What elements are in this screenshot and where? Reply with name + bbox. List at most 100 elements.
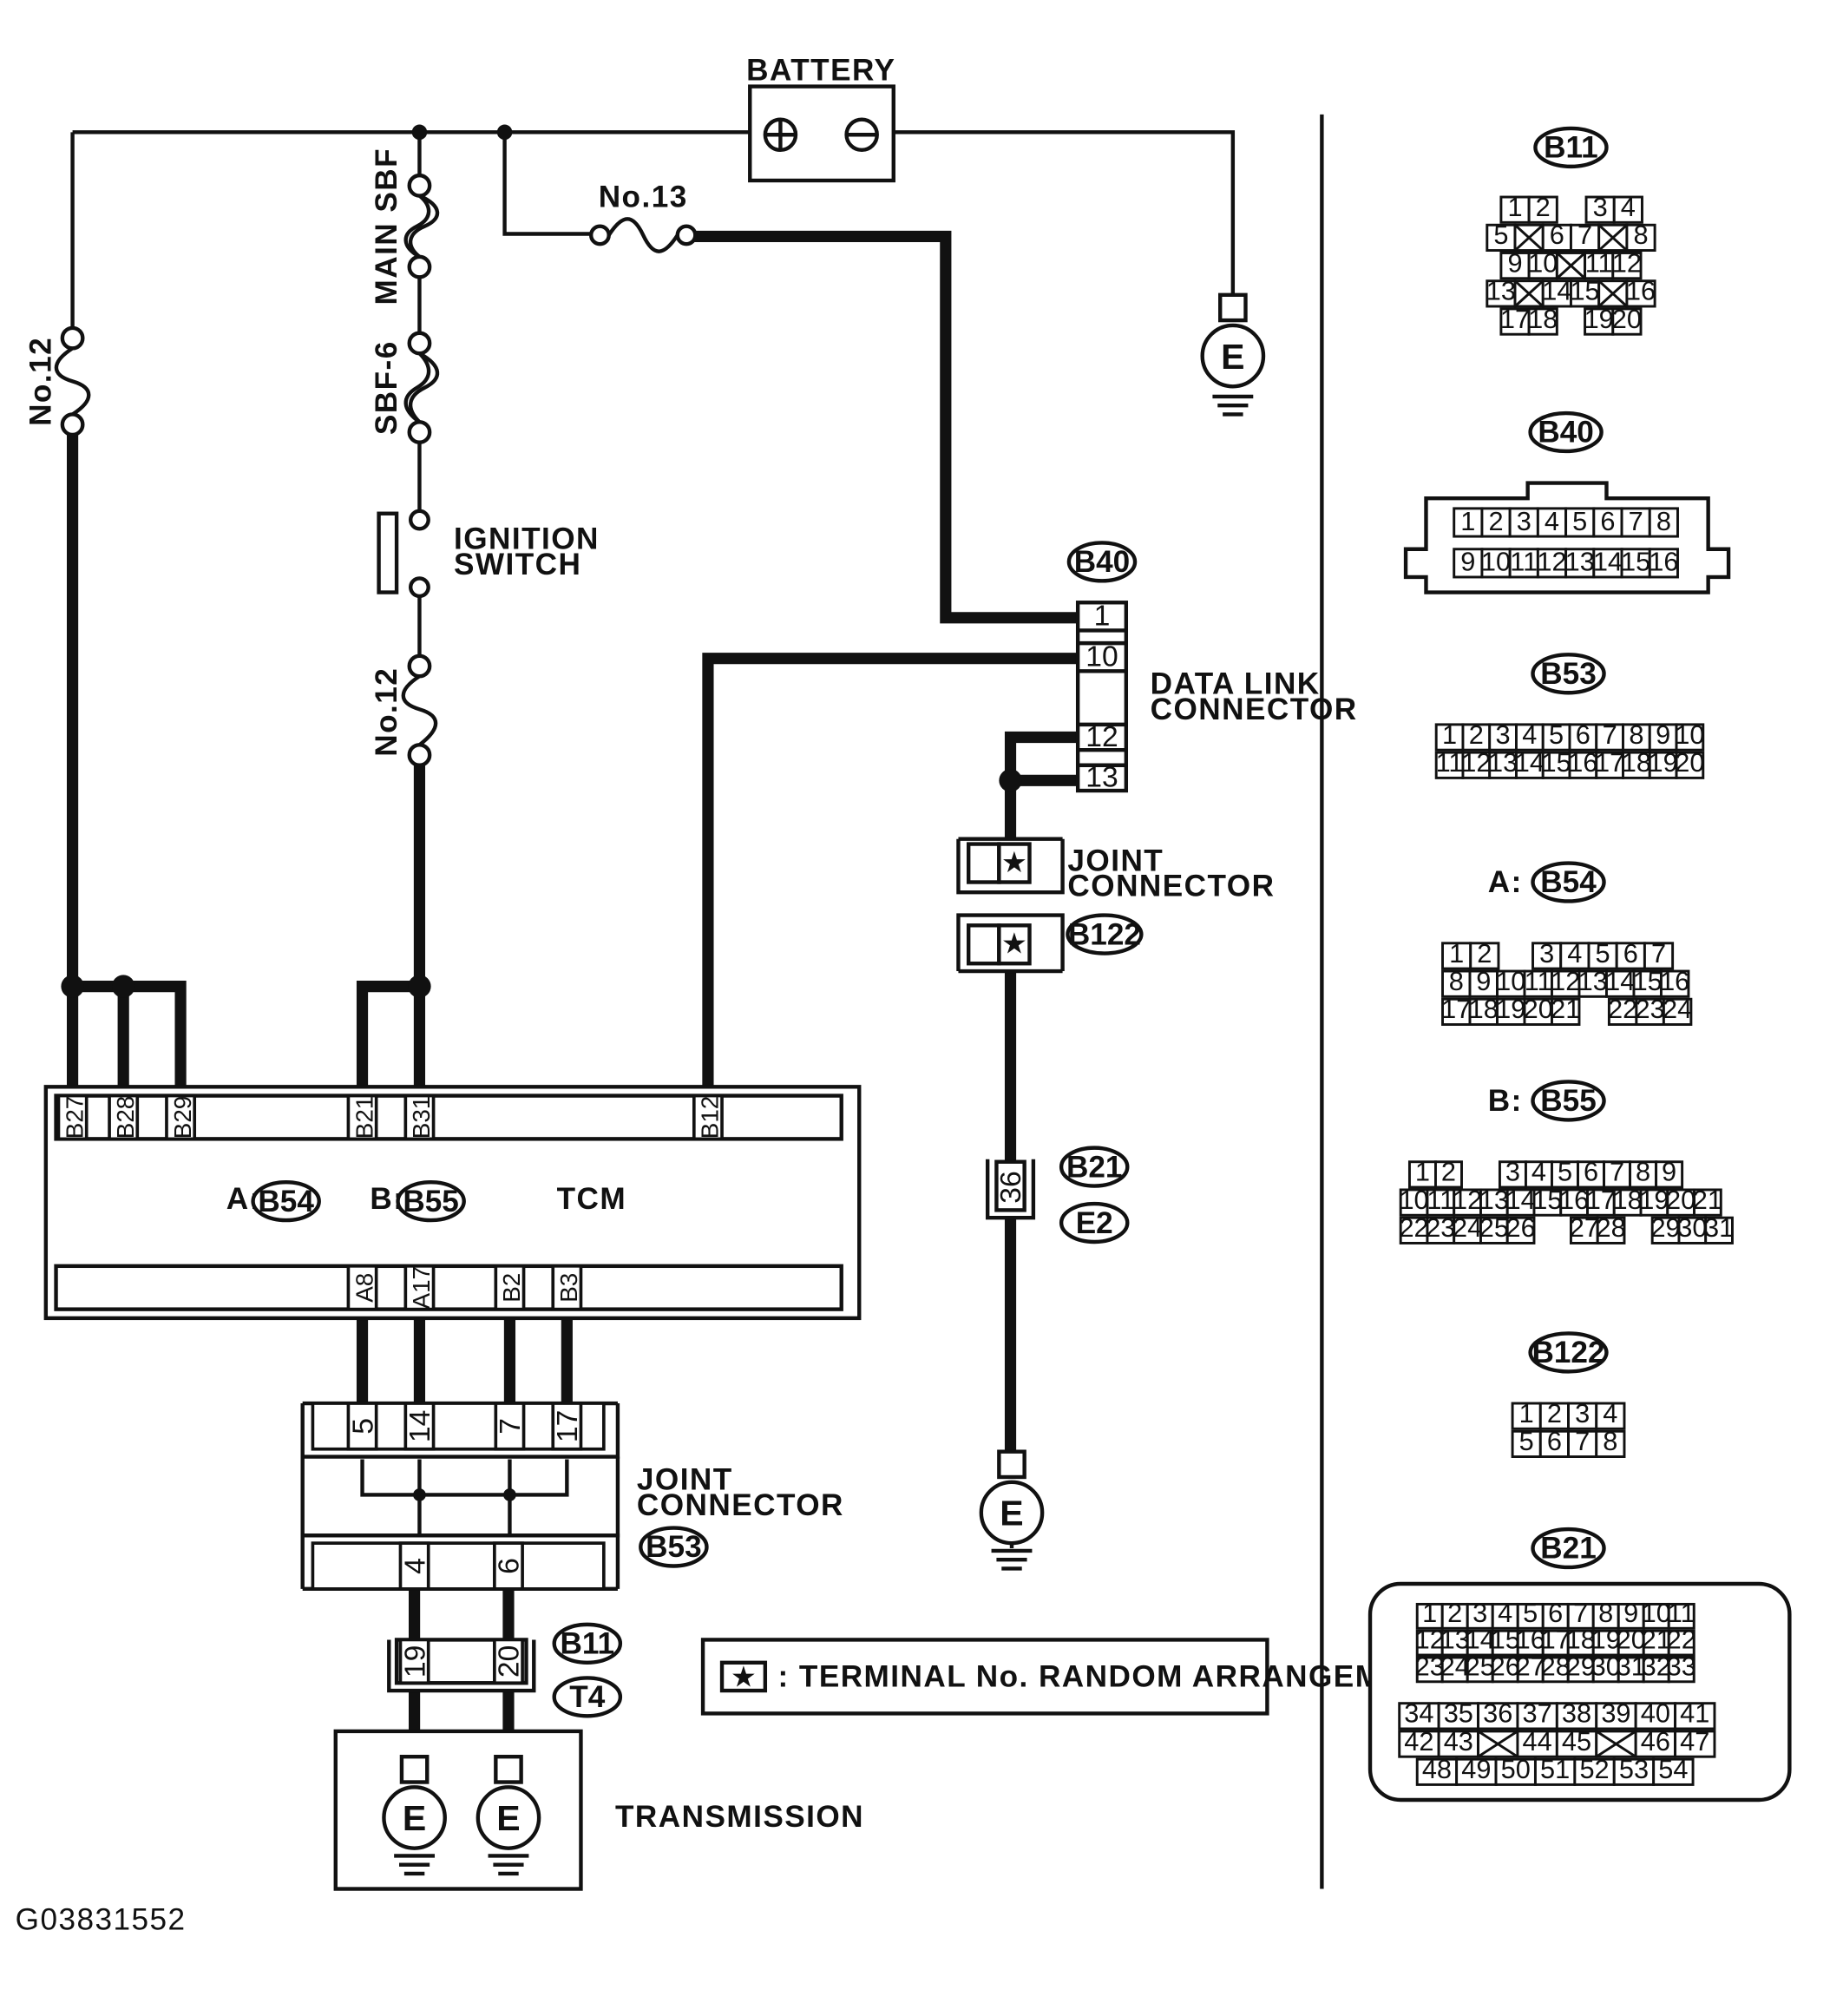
b11-cell <box>1584 307 1615 336</box>
b21-pin: 51 <box>1540 1754 1570 1784</box>
b122-star-bottom: ★ <box>1001 929 1027 961</box>
b21-cell <box>1541 1656 1570 1684</box>
b21-cell <box>1555 1702 1598 1730</box>
b21-cell <box>1617 1656 1645 1684</box>
b21-pin: 43 <box>1444 1726 1473 1757</box>
b21-cell <box>1566 1602 1595 1630</box>
b55-pin: 12 <box>1453 1185 1482 1215</box>
b53-cell <box>1675 751 1705 779</box>
b11-cell <box>1527 307 1558 336</box>
b21-pin: 5 <box>1523 1598 1538 1628</box>
b55-pin: 22 <box>1399 1212 1428 1243</box>
b21-pin: 46 <box>1641 1726 1670 1757</box>
b21-cell <box>1415 1656 1444 1684</box>
b53-pin: 3 <box>1496 719 1511 750</box>
b21-cell <box>1634 1702 1677 1730</box>
b54-cell <box>1632 969 1663 998</box>
b21-pin: 54 <box>1658 1754 1688 1784</box>
ignition-label-2: SWITCH <box>454 548 581 581</box>
b55-cell <box>1532 1188 1563 1217</box>
b40-pin: 9 <box>1460 547 1475 577</box>
b122-pin: 4 <box>1603 1398 1617 1428</box>
b11-cell <box>1625 279 1656 308</box>
b54-pin: 16 <box>1660 966 1689 996</box>
b21-pin: 19 <box>1591 1625 1621 1655</box>
b55-pin: 21 <box>1693 1185 1722 1215</box>
b53-pin-14: 14 <box>404 1410 436 1442</box>
b53-pin: 2 <box>1469 719 1484 750</box>
b53-pin: 9 <box>1656 719 1670 750</box>
joint2-label-1: JOINT <box>637 1463 733 1497</box>
b21-cell <box>1652 1757 1695 1786</box>
b40-title: B40 <box>1538 416 1593 450</box>
b54-cell <box>1551 969 1581 998</box>
b21-oval <box>1531 1527 1606 1570</box>
joint2-label-2: CONNECTOR <box>637 1488 844 1522</box>
b53-pin: 20 <box>1675 747 1704 778</box>
b40-pin: 12 <box>1537 547 1566 577</box>
b55-cell <box>1453 1188 1482 1217</box>
b53-cell <box>1622 723 1651 752</box>
b55-cell <box>1498 1160 1527 1189</box>
b40-cell <box>1453 507 1484 538</box>
b11-pin: 11 <box>1585 247 1613 278</box>
b40-cell <box>1564 507 1596 538</box>
b55-pin: 26 <box>1505 1212 1535 1243</box>
b55-cell <box>1603 1160 1632 1189</box>
battery-minus-icon <box>844 117 879 153</box>
b55-cell <box>1453 1216 1482 1244</box>
b21-cell <box>1541 1602 1570 1630</box>
b55-pin: 19 <box>1639 1185 1669 1215</box>
b21-cell <box>1398 1702 1440 1730</box>
b55-cell <box>1586 1188 1616 1217</box>
b40-cell <box>1592 507 1623 538</box>
b21-cell <box>1491 1602 1519 1630</box>
b21-cell <box>1566 1629 1595 1657</box>
b53-cell <box>1595 723 1624 752</box>
b54-pin: 7 <box>1651 938 1666 969</box>
dlc-pin-13: 13 <box>1085 762 1118 794</box>
b21-pin: 1 <box>1422 1598 1437 1628</box>
b11-cell <box>1569 223 1601 253</box>
b40-cell <box>1648 507 1679 538</box>
b53-title: B53 <box>1540 657 1596 691</box>
b54-cell <box>1441 942 1472 970</box>
b21-pin: 30 <box>1591 1651 1621 1681</box>
b54-cell <box>1587 942 1618 970</box>
b21-pin: 8 <box>1598 1598 1613 1628</box>
b53-cell <box>1461 751 1492 779</box>
b55-pin: 13 <box>1479 1185 1509 1215</box>
b54-pin: 14 <box>1605 966 1635 996</box>
b21-pin: 27 <box>1516 1651 1545 1681</box>
b21-cell <box>1415 1757 1459 1786</box>
legend-star-icon: ★ <box>731 1662 757 1694</box>
b11-pin: 17 <box>1500 304 1530 334</box>
b21-cell <box>1674 1730 1716 1758</box>
b122-pin: 5 <box>1519 1426 1534 1456</box>
b21-pin: 9 <box>1623 1598 1638 1628</box>
b21-pin: 34 <box>1404 1698 1433 1729</box>
b54-cell <box>1441 997 1472 1027</box>
b55-pin: 11 <box>1427 1185 1454 1215</box>
tcm-pin-b21: B21 <box>351 1096 377 1139</box>
fuse-no12-left: No.12 <box>24 325 91 437</box>
dlc-label-1: DATA LINK <box>1151 667 1321 701</box>
dlc-pin-10: 10 <box>1085 640 1118 673</box>
battery-plus-icon <box>763 117 798 153</box>
tcm-b54-id: B54 <box>258 1185 314 1218</box>
b53-pin: 6 <box>1576 719 1590 750</box>
b53-pin: 11 <box>1436 747 1464 778</box>
b40-pin: 2 <box>1488 506 1503 536</box>
b11-cell <box>1541 279 1572 308</box>
b21-cell <box>1642 1602 1670 1630</box>
b54-pin: 23 <box>1636 994 1665 1024</box>
b53-cell <box>1675 723 1705 752</box>
b53-pin-17: 17 <box>552 1410 584 1442</box>
b55-pin: 20 <box>1666 1185 1695 1215</box>
b21-pin: 37 <box>1523 1698 1552 1729</box>
b11-pin: 5 <box>1493 220 1508 250</box>
b21-pin: 6 <box>1548 1598 1563 1628</box>
b21-pin: 7 <box>1573 1598 1588 1628</box>
footer-code: G03831552 <box>16 1902 187 1936</box>
tcm-pin-b2: B2 <box>498 1273 525 1303</box>
